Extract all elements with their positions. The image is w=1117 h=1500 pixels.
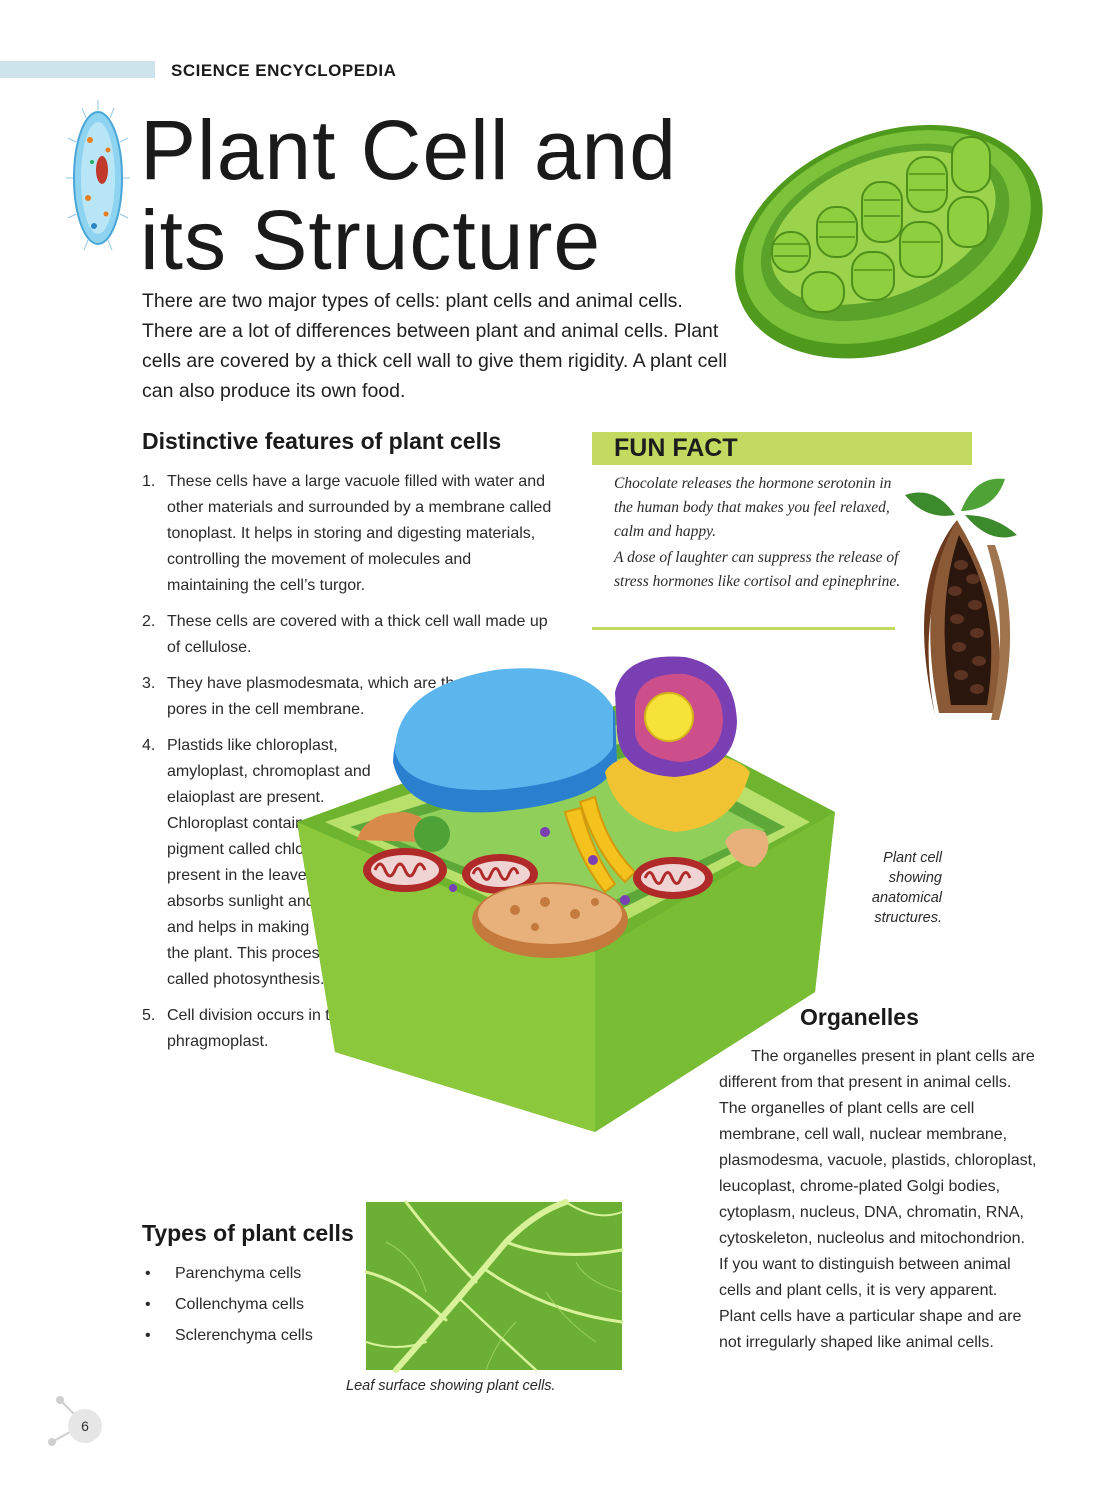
fun-fact-rule (592, 627, 895, 630)
features-heading: Distinctive features of plant cells (142, 428, 502, 454)
title-line-2: its Structure (140, 193, 602, 287)
list-item: 2. These cells are covered with a thick … (142, 613, 548, 656)
types-list: Parenchyma cells Collenchyma cells Scler… (142, 1258, 313, 1351)
fun-fact-paragraph: A dose of laughter can suppress the rele… (614, 549, 901, 590)
header-bar (0, 61, 155, 78)
list-item: Collenchyma cells (142, 1289, 313, 1320)
title-line-1: Plant Cell and (140, 103, 677, 197)
page-title: Plant Cell and its Structure (140, 105, 677, 285)
list-item: 3. They have plasmodesmata, which are th… (142, 675, 464, 718)
leaf-surface-image (364, 1199, 624, 1373)
types-heading: Types of plant cells (142, 1220, 354, 1246)
list-item: Parenchyma cells (142, 1258, 313, 1289)
header-label: SCIENCE ENCYCLOPEDIA (171, 61, 397, 80)
plant-cell-illustration (297, 656, 835, 1132)
fun-fact-banner (592, 432, 972, 465)
leaf-caption: Leaf surface showing plant cells. (346, 1378, 556, 1394)
organelles-body: The organelles present in plant cells ar… (719, 1048, 1037, 1351)
list-item: 1. These cells have a large vacuole fill… (142, 473, 552, 594)
list-item: 4. Plastids like chloroplast, amyloplast… (142, 737, 371, 988)
features-list: 1. These cells have a large vacuole fill… (142, 469, 557, 1065)
intro-paragraph: There are two major types of cells: plan… (142, 290, 727, 402)
list-item: Sclerenchyma cells (142, 1320, 313, 1351)
paramecium-illustration (66, 100, 130, 251)
organelles-heading: Organelles (800, 1004, 919, 1030)
fun-fact-body: Chocolate releases the hormone serotonin… (614, 472, 904, 596)
page-number: 6 (68, 1409, 102, 1443)
chloroplast-illustration (735, 124, 1043, 359)
cocoa-pod-illustration (905, 478, 1017, 720)
plant-cell-caption: Plant cell showing anatomical structures… (871, 850, 942, 926)
fun-fact-title: FUN FACT (614, 434, 738, 462)
fun-fact-paragraph: Chocolate releases the hormone serotonin… (614, 475, 892, 540)
